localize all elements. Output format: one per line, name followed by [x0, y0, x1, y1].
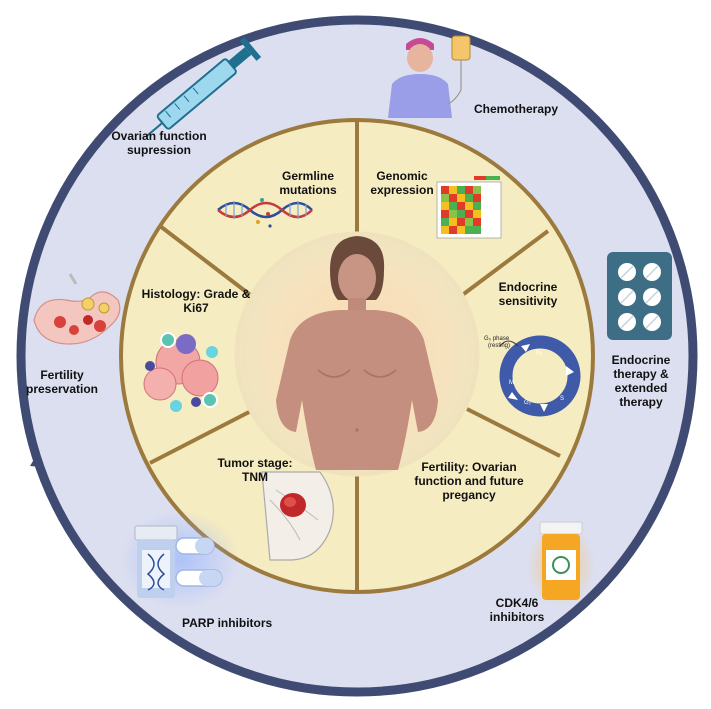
pill-bottle-capsules-icon [120, 510, 240, 610]
pill-bottle-orange-icon [527, 521, 595, 607]
cell-cycle-icon [499, 335, 581, 417]
label-endocrine-therapy: Endocrine therapy & extended therapy [611, 353, 671, 409]
breast-tumor-icon [261, 471, 334, 561]
patient-iv-icon [388, 35, 471, 118]
label-cdk46-inhibitors: CDK4/6 inhibitors [489, 596, 545, 624]
cycle-arrow-icon [30, 456, 41, 467]
label-chemotherapy: Chemotherapy [474, 102, 559, 116]
syringe-icon [144, 37, 262, 138]
label-histology: Histology: Grade & Ki67 [141, 287, 251, 315]
label-fertility-preservation: Fertility preservation [25, 368, 99, 396]
label-tumor-stage: Tumor stage: TNM [217, 456, 293, 484]
label-genomic-expression: Genomic expression [370, 169, 434, 197]
label-ovarian-function-supression: Ovarian function supression [111, 129, 207, 157]
cell-cycle-s-label: S [560, 396, 565, 402]
histology-cells-icon [143, 332, 219, 412]
segment-dividers [149, 120, 561, 592]
cell-cycle-g0-sub-label: (resting) [488, 343, 511, 349]
cell-cycle-g2-label: G₂ [524, 400, 531, 406]
pill-blister-icon [607, 252, 672, 340]
label-parp-inhibitors: PARP inhibitors [182, 616, 273, 630]
cell-cycle-m-label: M [509, 380, 514, 386]
cell-cycle-g0-label: G₀ phase [484, 336, 510, 342]
label-fertility-ovarian-function: Fertility: Ovarian function and future p… [414, 460, 524, 502]
human-figure [276, 236, 438, 470]
label-germline-mutations: Germline mutations [279, 169, 337, 197]
heatmap-icon [436, 176, 502, 239]
dna-icon [217, 198, 313, 228]
label-endocrine-sensitivity: Endocrine sensitivity [498, 280, 558, 308]
ovary-icon [33, 273, 121, 345]
cell-cycle-g1-label: G₁ [536, 350, 543, 356]
